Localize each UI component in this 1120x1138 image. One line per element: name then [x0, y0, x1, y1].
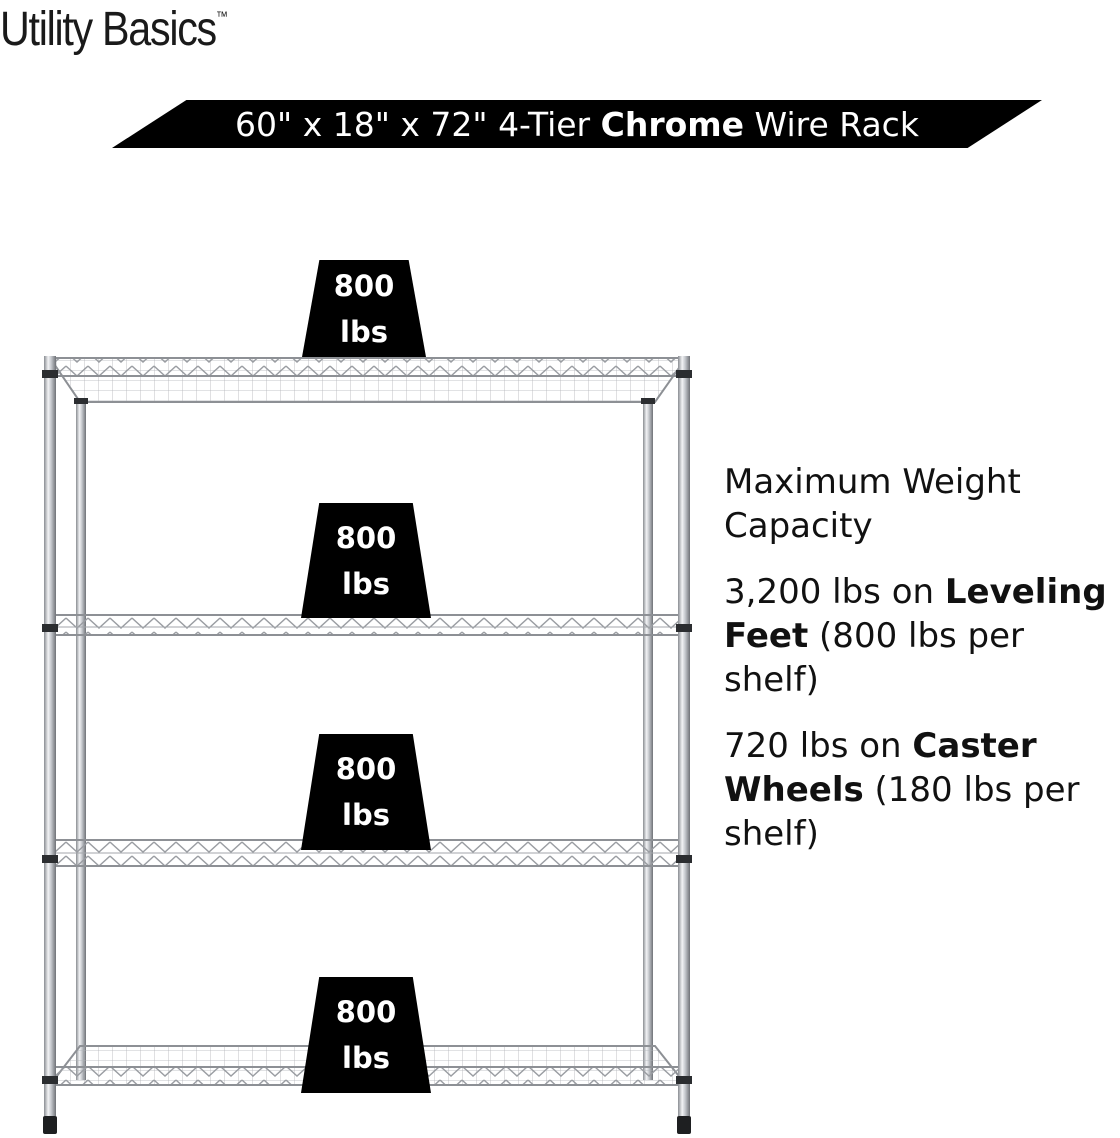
shelf-2-weight-badge: 800 lbs: [301, 503, 431, 618]
badge-unit: lbs: [342, 798, 390, 832]
title-banner: [112, 100, 1042, 148]
weight-capacity-info: Maximum Weight Capacity 3,200 lbs on Lev…: [724, 460, 1120, 878]
badge-value: 800: [335, 520, 397, 555]
front-left-pole: [44, 356, 56, 1116]
capacity-heading: Maximum Weight Capacity: [724, 462, 1021, 546]
brand-logo: Utility Basics™: [0, 2, 228, 57]
right-leveling-foot: [677, 1116, 691, 1134]
badge-value: 800: [335, 752, 397, 786]
badge-unit: lbs: [342, 1041, 390, 1075]
caster-wheels-capacity: 720 lbs on Caster Wheels (180 lbs per sh…: [724, 726, 1080, 854]
banner-material: Chrome: [600, 104, 745, 144]
badge-unit: lbs: [340, 314, 388, 349]
shelf-1-weight-badge: 800 lbs: [302, 260, 426, 357]
wire-rack-illustration: [42, 356, 692, 1134]
trademark-symbol: ™: [215, 8, 228, 24]
shelf-3-weight-badge: 800 lbs: [301, 734, 431, 850]
shelf-2: [49, 614, 687, 636]
back-right-pole: [643, 400, 653, 1080]
front-right-pole: [678, 356, 690, 1116]
shelf-top: [48, 357, 688, 403]
title-banner-text: 60" x 18" x 72" 4-Tier Chrome Wire Rack: [112, 100, 1042, 148]
badge-unit: lbs: [342, 566, 390, 601]
leveling-feet-capacity: 3,200 lbs on Leveling Feet (800 lbs per …: [724, 572, 1107, 700]
left-leveling-foot: [43, 1116, 57, 1134]
back-left-pole: [76, 400, 86, 1080]
brand-name: Utility Basics: [0, 3, 217, 56]
shelf-4-weight-badge: 800 lbs: [301, 977, 431, 1093]
banner-product: Wire Rack: [744, 104, 919, 144]
banner-dimensions: 60" x 18" x 72" 4-Tier: [235, 104, 601, 144]
badge-value: 800: [333, 268, 395, 303]
badge-value: 800: [335, 995, 397, 1029]
